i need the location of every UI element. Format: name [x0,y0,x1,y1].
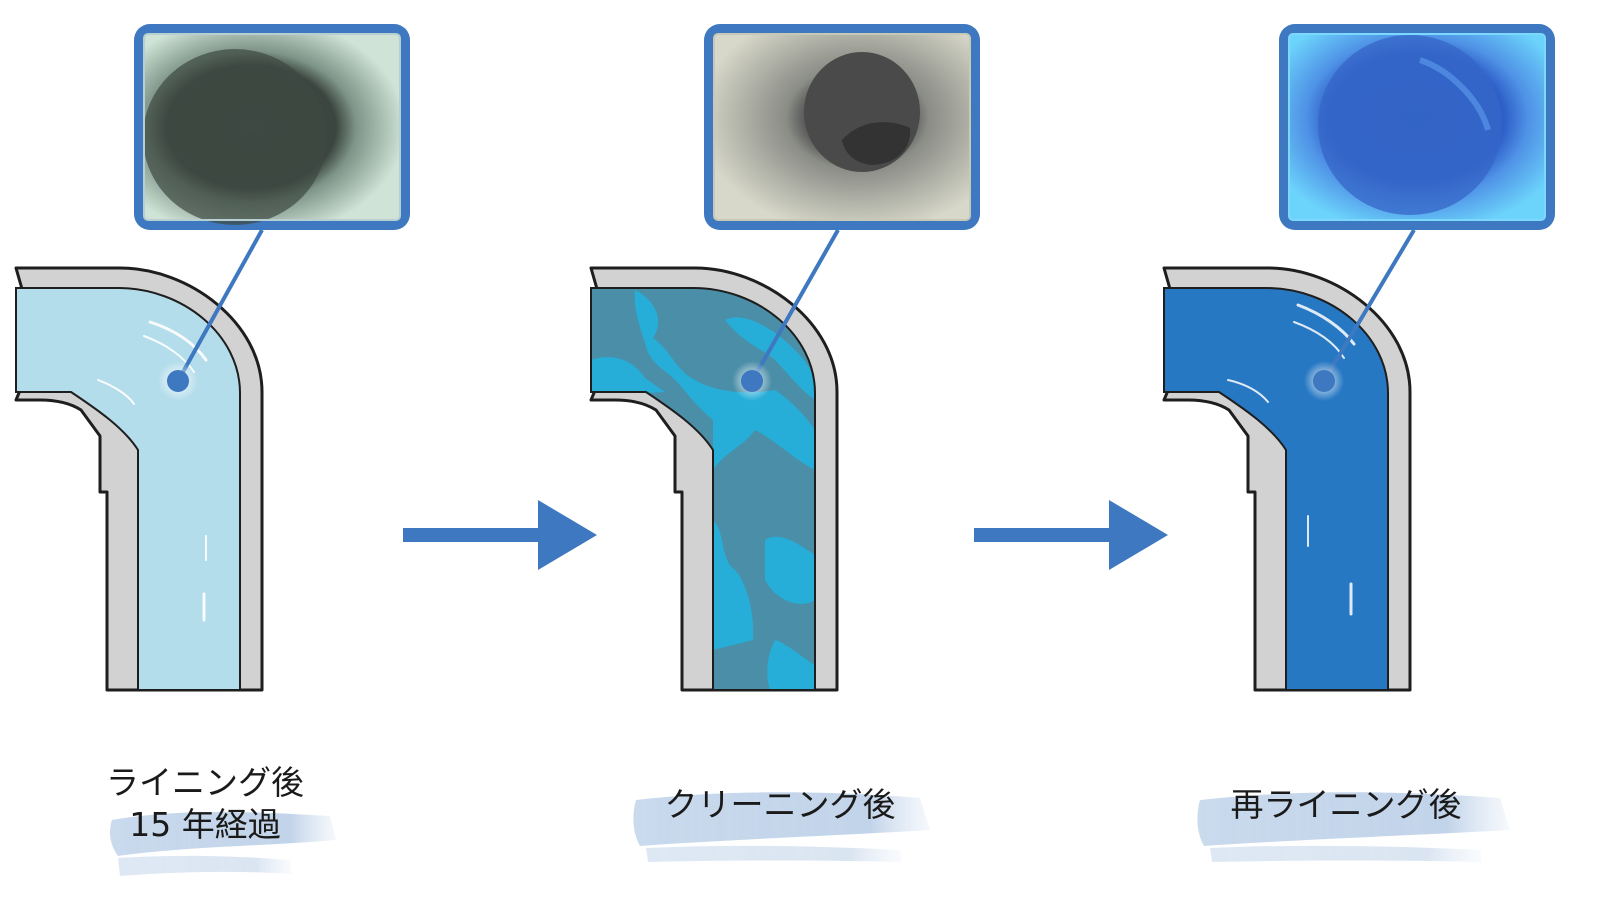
arrow-right-icon [403,500,597,570]
stage-2-callout [732,229,840,401]
stage-1-photo [134,24,410,230]
stage-2-label-line1: クリーニング後 [664,785,896,824]
label-brush-2 [633,792,930,862]
stage-1-label: ライニング後 15 年経過 [80,762,330,846]
stage-3-label: 再ライニング後 [1196,784,1496,826]
stage-1-label-line1: ライニング後 [106,763,304,802]
stage-2-label: クリーニング後 [630,784,930,826]
stage-2-pipe [589,266,839,692]
label-brush-1 [110,812,336,876]
label-brush-3 [1197,792,1510,862]
stage-1-label-line2: 15 年経過 [129,805,281,844]
stage-3-label-line1: 再ライニング後 [1230,785,1462,824]
stage-3-callout [1304,228,1416,401]
stage-3-pipe [1162,266,1412,692]
stage-1-callout [158,229,264,401]
stage-3-photo [1279,24,1555,230]
arrow-right-icon [974,500,1168,570]
stage-2-photo [704,24,980,230]
stage-1-pipe [14,266,264,692]
